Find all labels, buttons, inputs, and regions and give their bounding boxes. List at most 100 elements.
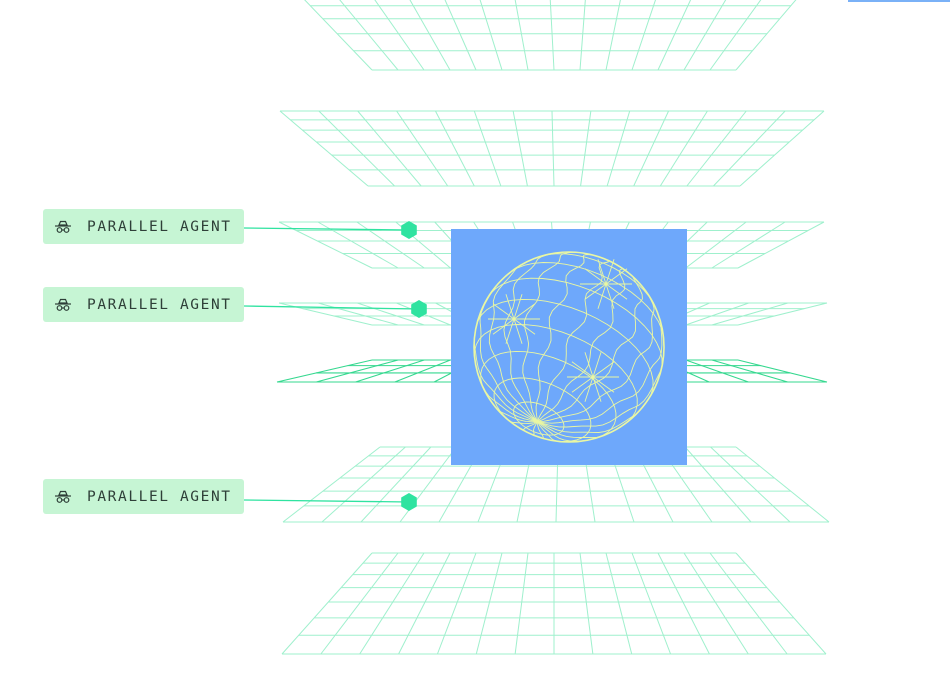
- globe-latitude-line: [474, 324, 638, 423]
- globe-hub-spoke: [605, 283, 628, 300]
- grid-column-line: [579, 552, 594, 655]
- connector-line-3: [243, 499, 410, 503]
- agent-label-3[interactable]: PARALLEL AGENT: [43, 479, 244, 514]
- grid-planes: [276, 0, 830, 655]
- globe-longitude-line: [537, 421, 562, 443]
- grid-column-line: [711, 221, 786, 269]
- grid-column-line: [633, 110, 670, 187]
- globe-hub-spoke: [592, 376, 615, 393]
- grid-column-line: [549, 0, 555, 71]
- globe-longitude-line: [537, 421, 544, 439]
- connector-line-2: [243, 305, 420, 310]
- globe-hub-spoke: [592, 376, 602, 402]
- globe-latitude-line: [510, 262, 664, 337]
- grid-plane-2: [279, 110, 825, 187]
- globe-hub-spoke: [597, 283, 607, 309]
- grid-column-line: [434, 110, 475, 187]
- globe-hub-spoke: [592, 361, 615, 378]
- grid-column-line: [316, 359, 399, 383]
- globe-hub-spoke: [584, 283, 607, 300]
- globe-longitude-line: [537, 266, 626, 422]
- grid-column-line: [551, 110, 555, 187]
- globe-hub-spoke: [513, 303, 536, 320]
- top-right-accent-bar: [848, 0, 950, 2]
- grid-column-line: [399, 446, 457, 523]
- connector-line-1: [243, 227, 410, 231]
- globe-longitude-line: [479, 282, 538, 422]
- grid-column-line: [683, 0, 727, 71]
- grid-plane-7: [281, 552, 827, 655]
- globe-hub-spoke: [492, 303, 515, 320]
- grid-column-line: [685, 302, 749, 326]
- grid-column-line: [320, 552, 399, 655]
- grid-column-line: [318, 110, 395, 187]
- globe-hub-spoke: [513, 318, 523, 344]
- globe-hub-spoke: [597, 259, 607, 285]
- globe-outline: [473, 251, 665, 443]
- globe-hub-spoke: [513, 294, 523, 320]
- grid-column-line: [686, 110, 747, 187]
- grid-column-line: [737, 302, 828, 326]
- grid-column-line: [394, 359, 451, 383]
- wireframe-globe-icon: [473, 251, 665, 443]
- grid-column-line: [580, 110, 592, 187]
- grid-column-line: [514, 0, 529, 71]
- globe-longitude-line: [537, 407, 642, 433]
- globe-hub-spoke: [605, 268, 628, 285]
- grid-column-line: [685, 221, 747, 269]
- grid-column-line: [444, 0, 477, 71]
- grid-column-line: [710, 446, 791, 523]
- grid-column-line: [276, 359, 373, 383]
- grid-column-line: [281, 552, 373, 655]
- globe-wireframe: [473, 251, 665, 443]
- grid-column-line: [735, 0, 797, 71]
- globe-hub-spoke: [505, 294, 515, 320]
- globe-hub-spoke: [513, 318, 536, 335]
- globe-hub-spoke: [571, 361, 594, 378]
- globe-hub-spoke: [584, 376, 594, 402]
- globe-longitude-line: [488, 260, 538, 422]
- grid-column-line: [304, 0, 373, 71]
- globe-latitude-line: [490, 277, 663, 366]
- grid-column-line: [631, 0, 656, 71]
- globe-latitude-line: [585, 252, 625, 271]
- grid-column-line: [735, 552, 827, 655]
- agent-node-1: [401, 221, 417, 239]
- globe-hub-spoke: [571, 376, 594, 393]
- globe-longitude-line: [537, 259, 609, 422]
- grid-column-line: [737, 221, 825, 269]
- globe-latitude-line: [475, 298, 654, 401]
- grid-column-line: [739, 110, 825, 187]
- grid-column-line: [321, 446, 406, 523]
- globe-longitude-line: [522, 251, 579, 422]
- grid-column-line: [683, 552, 749, 655]
- globe-hub-spoke: [492, 318, 515, 335]
- grid-column-line: [374, 0, 425, 71]
- grid-column-line: [475, 552, 503, 655]
- grid-column-line: [657, 0, 692, 71]
- grid-column-line: [359, 552, 425, 655]
- grid-column-line: [606, 110, 631, 187]
- agent-connectors: [243, 221, 427, 511]
- spy-agent-icon: [53, 489, 73, 505]
- agent-label-2[interactable]: PARALLEL AGENT: [43, 287, 244, 322]
- grid-column-line: [711, 359, 788, 383]
- grid-column-line: [473, 110, 502, 187]
- agent-label-1[interactable]: PARALLEL AGENT: [43, 209, 244, 244]
- grid-column-line: [709, 0, 762, 71]
- grid-column-line: [398, 552, 451, 655]
- globe-longitude-line: [535, 254, 595, 422]
- grid-column-line: [605, 552, 633, 655]
- spy-agent-icon: [53, 219, 73, 235]
- globe-hub-spoke: [584, 268, 607, 285]
- grid-column-line: [605, 0, 621, 71]
- grid-column-line: [659, 110, 708, 187]
- grid-plane-1: [304, 0, 797, 71]
- grid-column-line: [711, 302, 788, 326]
- agent-label-text: PARALLEL AGENT: [87, 296, 232, 313]
- agent-label-text: PARALLEL AGENT: [87, 218, 232, 235]
- globe-longitude-line: [490, 401, 538, 423]
- globe-hub-spoke: [605, 283, 615, 309]
- agent-node-3: [401, 493, 417, 511]
- grid-column-line: [479, 0, 503, 71]
